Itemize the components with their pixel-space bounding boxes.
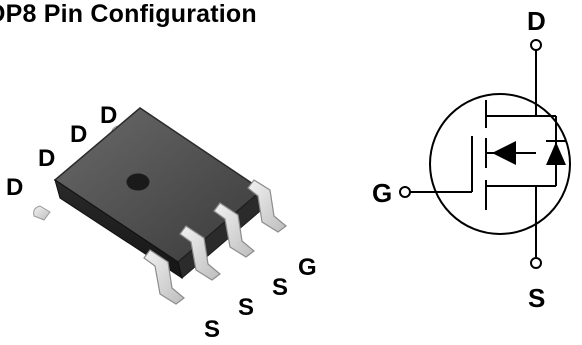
package-pin-label-s3: S: [272, 274, 289, 301]
symbol-circle: [429, 93, 571, 235]
drain-terminal: [530, 39, 542, 51]
symbol-gate-label: G: [372, 178, 393, 208]
gate-terminal: [399, 186, 411, 198]
package-pin-label-d1: D: [6, 174, 24, 201]
package-pin-label-d2: D: [38, 145, 56, 172]
package-pin-label-g: G: [298, 254, 317, 281]
symbol-source-label: S: [528, 283, 546, 313]
diode-triangle: [546, 142, 566, 165]
package-pin-label-d3: D: [70, 121, 88, 148]
source-terminal: [530, 257, 542, 269]
package-pin-label-s1: S: [204, 316, 221, 343]
front-leads: [143, 179, 287, 305]
symbol-drain-label: D: [527, 6, 546, 36]
page-title: OP8 Pin Configuration: [0, 0, 257, 28]
body-arrow: [492, 141, 516, 165]
package-pin-label-s2: S: [238, 294, 255, 321]
package-pin-label-d4: D: [100, 102, 118, 129]
pin1-dimple: [125, 172, 151, 192]
